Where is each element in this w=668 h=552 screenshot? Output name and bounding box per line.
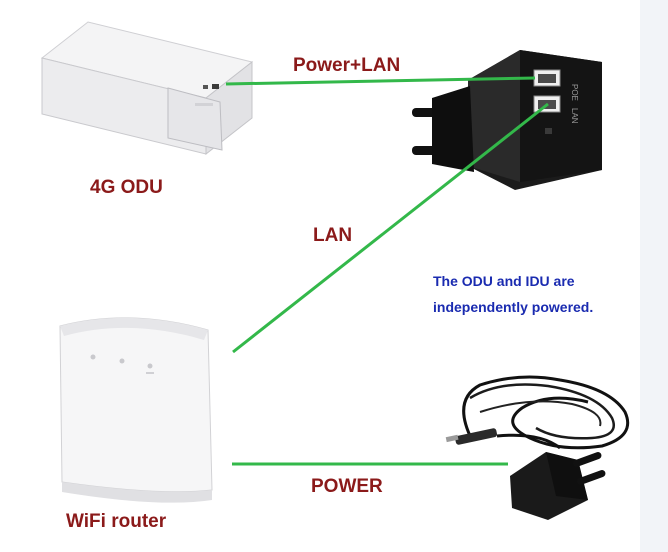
lan-label: LAN <box>313 225 353 246</box>
wifi-router <box>59 317 213 503</box>
odu-port-icon <box>212 84 219 89</box>
plug-prong-icon <box>576 470 606 485</box>
odu-label: 4G ODU <box>90 177 163 198</box>
router-led-icon <box>90 354 96 360</box>
power-note: The ODU and IDU are independently powere… <box>433 268 643 320</box>
plug-prong-icon <box>572 452 602 467</box>
odu-device <box>40 21 254 156</box>
router-led-icon <box>147 363 153 369</box>
power-adapter <box>445 375 630 520</box>
poe-adapter: POE LAN <box>412 50 602 190</box>
cables <box>225 76 549 466</box>
lan-cable <box>232 102 549 354</box>
dc-plug-icon <box>455 428 498 445</box>
power-note-line1: The ODU and IDU are <box>433 273 575 289</box>
router-label: WiFi router <box>66 511 167 532</box>
power-lan-label: Power+LAN <box>293 55 401 76</box>
power-label: POWER <box>311 476 383 497</box>
power-note-line2: independently powered. <box>433 299 594 315</box>
poe-port-label: POE <box>570 84 579 101</box>
router-led-icon <box>119 358 125 364</box>
lan-port-label: LAN <box>570 108 579 124</box>
power-lan-cable <box>225 76 536 86</box>
side-strip <box>640 0 668 552</box>
